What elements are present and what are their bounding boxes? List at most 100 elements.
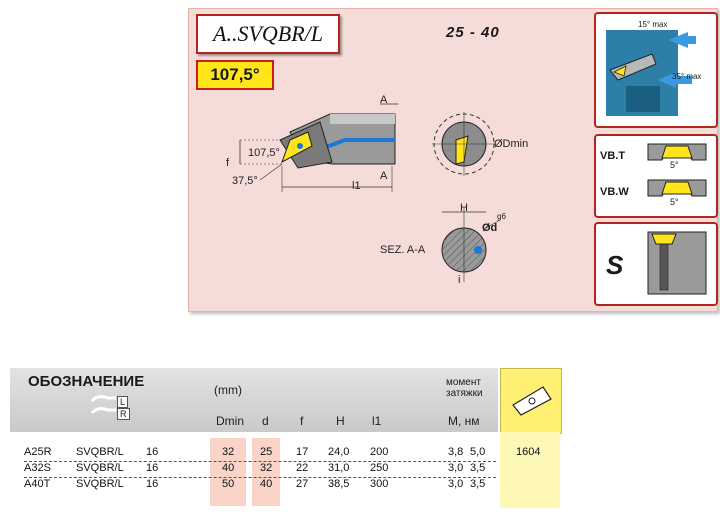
row-l1: 300 (370, 478, 389, 490)
insert-hole (528, 397, 536, 405)
arrow-in-icon (668, 32, 696, 48)
clamp-screw (659, 243, 669, 291)
table-row: A25R SVQBR/L 16 32 25 17 24,0 200 3,8 5,… (10, 446, 498, 460)
holder-end-view (432, 112, 496, 176)
row-code: A40T (24, 478, 51, 490)
row-f: 22 (296, 462, 309, 474)
vbt-insert (661, 145, 693, 159)
row-name: SVQBR/L (76, 478, 124, 490)
tool-title: A..SVQBR/L (196, 14, 340, 54)
row-name: SVQBR/L (76, 446, 124, 458)
units-label: (mm) (214, 383, 242, 397)
row-code: A32S (24, 462, 51, 474)
card-insert (613, 65, 627, 77)
dim-f-label: f (226, 157, 230, 169)
clamping-system-card (594, 222, 718, 306)
insert-column (500, 432, 560, 508)
clamping-s-label: S (606, 250, 624, 280)
insert-type-card (594, 134, 718, 218)
vbw-label: VB.W (600, 186, 629, 198)
row-l1: 200 (370, 446, 389, 458)
insert-code: 1604 (516, 446, 541, 458)
dim-l1-label: l1 (352, 180, 361, 192)
torque-label-1: момент (446, 377, 481, 388)
hand-l-label: L (117, 396, 129, 408)
insert-diamond (512, 386, 552, 416)
row-m2: 3,5 (470, 478, 486, 490)
section-coolant-hole (474, 246, 482, 254)
row-d: 40 (260, 478, 273, 490)
col-f: f (300, 414, 304, 428)
designation-header: ОБОЗНАЧЕНИЕ (28, 373, 145, 390)
angle-limits-card (594, 12, 718, 128)
row-dmin: 50 (222, 478, 235, 490)
cut-label-a-top: A (380, 94, 388, 106)
dim-d-leader (485, 219, 501, 229)
shank-highlight (330, 114, 395, 124)
col-d: d (262, 414, 269, 428)
cut-label-a-bottom: A (380, 170, 388, 182)
section-view (441, 208, 501, 282)
holder-side-view (239, 103, 398, 192)
insert-profiles (647, 143, 707, 197)
row-m1: 3,8 (448, 446, 464, 458)
row-h: 24,0 (328, 446, 350, 458)
dmin-column-highlight (210, 438, 246, 506)
dim-d-label: Ød (482, 222, 498, 234)
row-dmin: 40 (222, 462, 235, 474)
row-l1: 250 (370, 462, 389, 474)
row-m1: 3,0 (448, 462, 464, 474)
diameter-range: 25 - 40 (446, 24, 500, 41)
tolerance-label: g6 (497, 212, 506, 221)
dim-107-label: 107,5° (248, 147, 280, 159)
row-divider (24, 461, 496, 462)
angle-diagram (606, 30, 696, 116)
row-h: 38,5 (328, 478, 350, 490)
clamping-diagram (647, 231, 707, 295)
hand-r-label: R (117, 408, 130, 420)
row-size: 16 (146, 462, 159, 474)
insert-icon (512, 386, 552, 416)
row-m2: 3,5 (470, 462, 486, 474)
row-code: A25R (24, 446, 52, 458)
insert-screw (297, 143, 303, 149)
col-torque: M, нм (448, 414, 480, 428)
dim-h-label: H (460, 202, 468, 214)
axis-i-label: i (458, 274, 461, 286)
angle-15-label: 15° max (638, 20, 668, 29)
angle-35-label: 35° max (672, 72, 702, 81)
bore-floor (626, 86, 660, 112)
row-divider (24, 477, 496, 478)
vbt-angle: 5° (670, 160, 679, 170)
left-hand-icon (90, 395, 116, 403)
angle-guide (259, 163, 283, 181)
row-d: 25 (260, 446, 273, 458)
insert-icon-box (500, 368, 562, 434)
arrow-out-icon (658, 72, 692, 88)
right-hand-icon (90, 407, 116, 415)
col-l1: l1 (372, 414, 382, 428)
row-h: 31,0 (328, 462, 350, 474)
approach-angle-badge: 107,5° (196, 60, 274, 90)
row-m2: 5,0 (470, 446, 486, 458)
table-row: A40T SVQBR/L 16 50 40 27 38,5 300 3,0 3,… (10, 478, 498, 492)
vbt-label: VB.T (600, 150, 626, 162)
clamp-insert (651, 233, 677, 245)
row-name: SVQBR/L (76, 462, 124, 474)
row-f: 27 (296, 478, 309, 490)
col-dmin: Dmin (216, 414, 245, 428)
torque-label-2: затяжки (446, 388, 483, 399)
row-f: 17 (296, 446, 309, 458)
d-column-highlight (252, 438, 280, 506)
row-m1: 3,0 (448, 478, 464, 490)
row-dmin: 32 (222, 446, 235, 458)
section-label: SEZ. A-A (380, 244, 426, 256)
table-row: A32S SVQBR/L 16 40 32 22 31,0 250 3,0 3,… (10, 462, 498, 476)
dmin-label: ØDmin (494, 138, 529, 150)
insert-shape (281, 131, 313, 164)
vbw-insert (661, 181, 693, 195)
row-d: 32 (260, 462, 273, 474)
row-size: 16 (146, 446, 159, 458)
col-h: H (336, 414, 345, 428)
hand-icons (90, 395, 116, 415)
